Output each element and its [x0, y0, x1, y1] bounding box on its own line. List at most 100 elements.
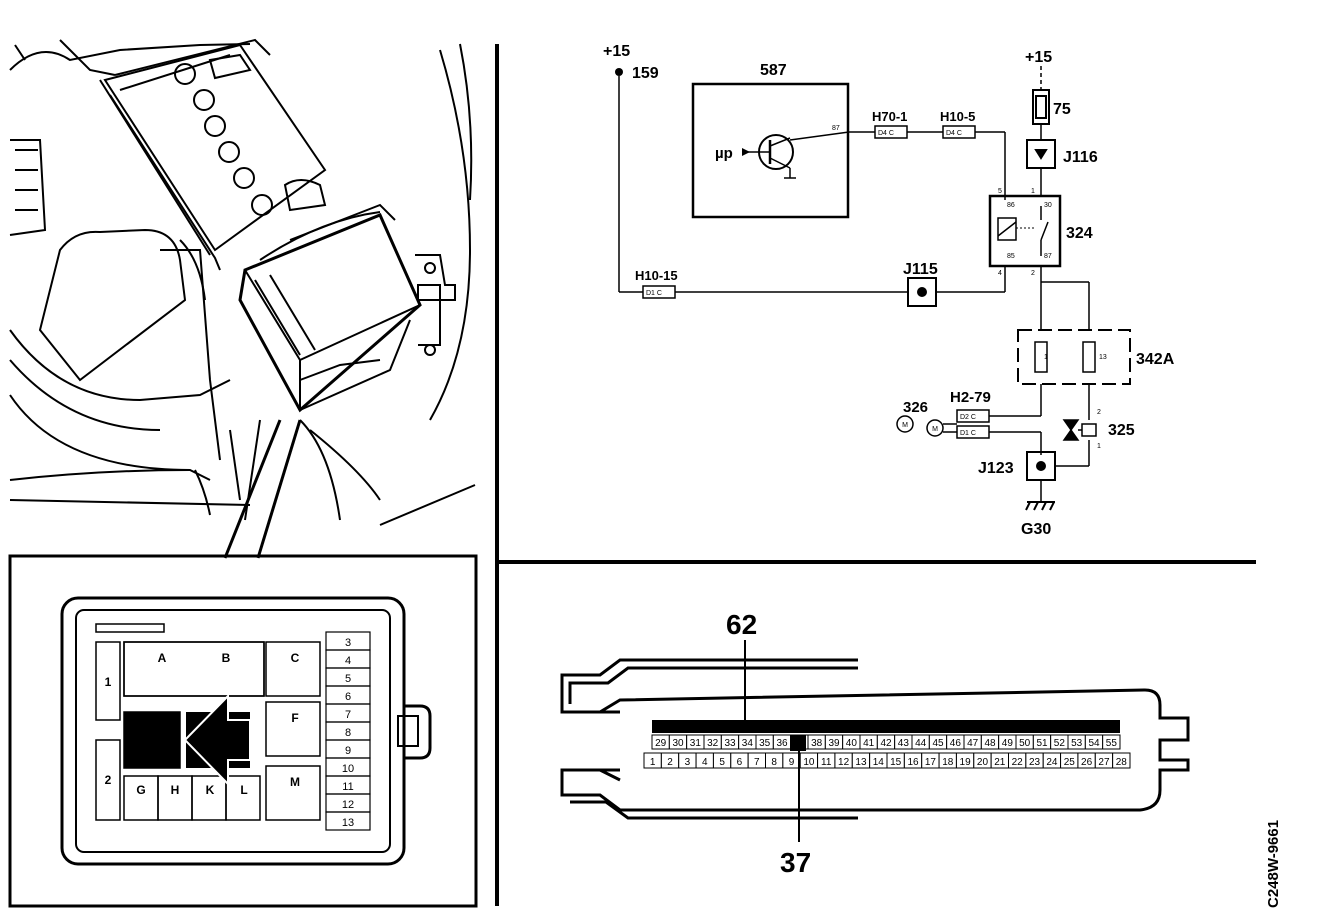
- fuse-box-detail: [8, 554, 478, 908]
- fuse-number-9: 9: [345, 745, 351, 757]
- middle-row-pin-39: 39: [828, 738, 840, 749]
- connector-h10-15-label: H10-15: [635, 268, 678, 283]
- middle-row-pin-30: 30: [672, 738, 684, 749]
- relay-label-c: C: [291, 651, 300, 665]
- bottom-row-pin-2: 2: [667, 757, 673, 768]
- diode-325-label: 325: [1108, 422, 1135, 439]
- fuse-number-13: 13: [342, 817, 354, 829]
- svg-text:M: M: [932, 426, 938, 433]
- callout-37: 37: [780, 735, 811, 878]
- diode-325: [1062, 419, 1097, 441]
- bottom-row-pin-12: 12: [838, 757, 850, 768]
- bottom-row-pin-6: 6: [737, 757, 743, 768]
- fuse-cell-13: [325, 811, 371, 831]
- relay-label-d: D: [148, 721, 157, 735]
- middle-row-pin-33: 33: [724, 738, 736, 749]
- bottom-row-pin-8: 8: [771, 757, 777, 768]
- relay-slot-f: [265, 701, 321, 757]
- relay-label-h: H: [171, 783, 180, 797]
- fuse-number-6: 6: [345, 691, 351, 703]
- motor-326: M M: [896, 415, 944, 437]
- illustration-highlight: [223, 213, 422, 559]
- fuse-number-5: 5: [345, 673, 351, 685]
- bottom-row-pin-18: 18: [942, 757, 954, 768]
- motor-326-label: 326: [903, 399, 928, 416]
- schematic-junctions: [615, 68, 1056, 481]
- pin-ecu-out: 87: [832, 125, 840, 132]
- figure-code: C248W-9661: [1265, 820, 1282, 908]
- ecu-587: [691, 82, 850, 219]
- middle-row-pin-38: 38: [811, 738, 823, 749]
- ground-g30-label: G30: [1021, 521, 1051, 538]
- relay-label-f: F: [291, 711, 298, 725]
- middle-row-pin-42: 42: [880, 738, 892, 749]
- relay-label-k: K: [206, 783, 215, 797]
- middle-row-pin-49: 49: [1002, 738, 1014, 749]
- bottom-row-pin-9: 9: [789, 757, 795, 768]
- fuse-number-7: 7: [345, 709, 351, 721]
- middle-row-pin-43: 43: [898, 738, 910, 749]
- svg-text:M: M: [902, 422, 908, 429]
- middle-row-pin-31: 31: [690, 738, 702, 749]
- pin-diode-1: 1: [1097, 443, 1101, 450]
- pin-fuse-13: 13: [1099, 354, 1107, 361]
- fuse-block-342a-label: 342A: [1136, 351, 1175, 368]
- side-slot-label-2: 2: [105, 773, 112, 787]
- bottom-row-pin-19: 19: [960, 757, 972, 768]
- pin-fuse-1: 1: [1044, 354, 1048, 361]
- panel-dividers: [495, 44, 1256, 906]
- middle-row-pin-51: 51: [1036, 738, 1048, 749]
- middle-row-cell-55: [1102, 734, 1121, 750]
- bottom-row-pin-15: 15: [890, 757, 902, 768]
- side-slot-1: [95, 641, 121, 721]
- bottom-row-pin-3: 3: [685, 757, 691, 768]
- bottom-row-pin-28: 28: [1116, 757, 1128, 768]
- bottom-row-pin-22: 22: [1012, 757, 1024, 768]
- relay-label-m: M: [290, 775, 300, 789]
- fuse-number-8: 8: [345, 727, 351, 739]
- pin-relay-t1: 1: [1031, 188, 1035, 195]
- junction-j115-label: J115: [903, 261, 938, 278]
- bottom-row-pin-17: 17: [925, 757, 937, 768]
- middle-row-pin-46: 46: [950, 738, 962, 749]
- pin-relay-t2: 2: [1031, 270, 1035, 277]
- relay-slot-b: [123, 641, 265, 697]
- side-slot-label-1: 1: [105, 675, 112, 689]
- middle-row-pin-55: 55: [1106, 738, 1118, 749]
- bottom-row-pin-21: 21: [994, 757, 1006, 768]
- middle-row-pin-47: 47: [967, 738, 979, 749]
- middle-row-pin-32: 32: [707, 738, 719, 749]
- ecu-connector-middle-row: 2930313233343536373839404142434445464748…: [651, 734, 1121, 750]
- middle-row-pin-41: 41: [863, 738, 875, 749]
- bottom-row-cell-28: [1112, 752, 1131, 769]
- side-slot-2: [95, 739, 121, 821]
- relay-label-l: L: [240, 783, 247, 797]
- junction-j116-label: J116: [1063, 149, 1098, 166]
- fuse-number-4: 4: [345, 655, 351, 667]
- schematic-labels: +15 159 587 µp H70-1 H10-5 H10-15 J115 +…: [603, 43, 1175, 538]
- relay-slot-m: [265, 765, 321, 821]
- bottom-row-pin-25: 25: [1064, 757, 1076, 768]
- pins-h10-15: D1 C: [646, 290, 662, 297]
- pin-relay-87: 87: [1044, 253, 1052, 260]
- middle-row-pin-44: 44: [915, 738, 927, 749]
- fuse-number-12: 12: [342, 799, 354, 811]
- fuse-75-label: 75: [1053, 101, 1071, 118]
- connector-h70-1-label: H70-1: [872, 109, 907, 124]
- fuse-number-10: 10: [342, 763, 354, 775]
- middle-row-pin-54: 54: [1088, 738, 1100, 749]
- bottom-row-pin-5: 5: [719, 757, 725, 768]
- bottom-row-pin-27: 27: [1098, 757, 1110, 768]
- middle-row-pin-40: 40: [846, 738, 858, 749]
- ground-g30: [1025, 501, 1055, 511]
- bottom-row-pin-20: 20: [977, 757, 989, 768]
- supply-right-label: +15: [1025, 49, 1052, 66]
- relay-slot-a: [123, 641, 265, 697]
- callout-62: 62: [726, 609, 757, 732]
- fuse-number-3: 3: [345, 637, 351, 649]
- middle-row-pin-35: 35: [759, 738, 771, 749]
- callout-62-label: 62: [726, 609, 757, 640]
